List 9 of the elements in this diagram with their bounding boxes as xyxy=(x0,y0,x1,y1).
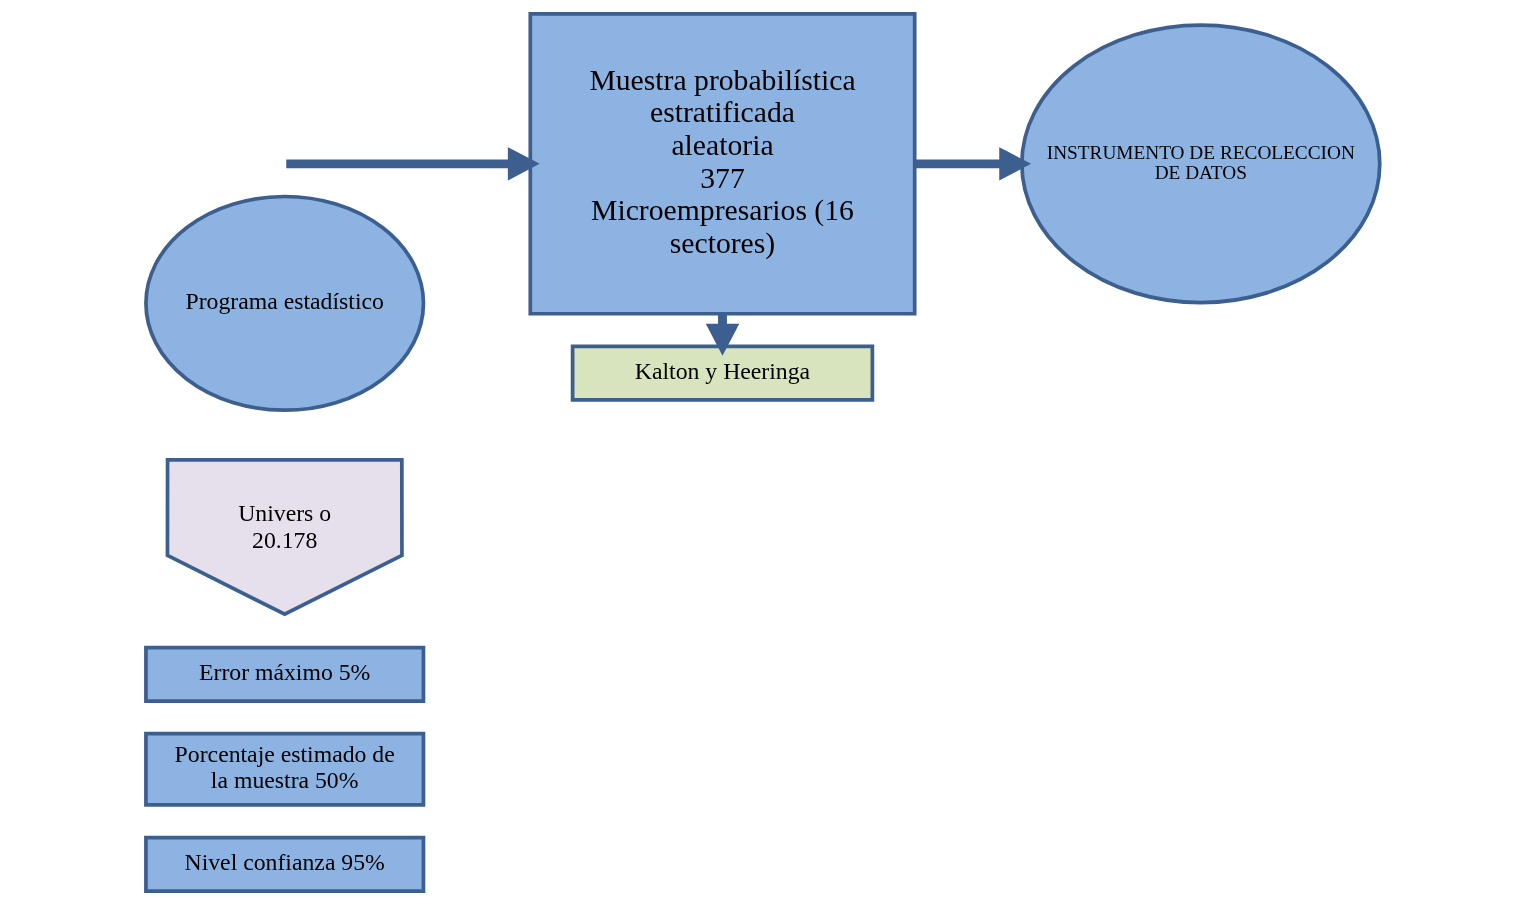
node-ellipse: Programa estadístico xyxy=(144,194,426,413)
node-box: Porcentaje estimado de la muestra 50% xyxy=(144,731,426,807)
arrow xyxy=(915,147,1032,181)
arrow xyxy=(286,147,540,181)
node-ellipse: INSTRUMENTO DE RECOLECCION DE DATOS xyxy=(1020,23,1382,305)
node-box: Error máximo 5% xyxy=(144,645,426,703)
node-box: Muestra probabilística estratificada aleatoria 377 Microempresarios (16 sectores) xyxy=(528,12,917,316)
node-box: Nivel confianza 95% xyxy=(144,835,426,893)
node-box: Kalton y Heeringa xyxy=(570,344,875,402)
